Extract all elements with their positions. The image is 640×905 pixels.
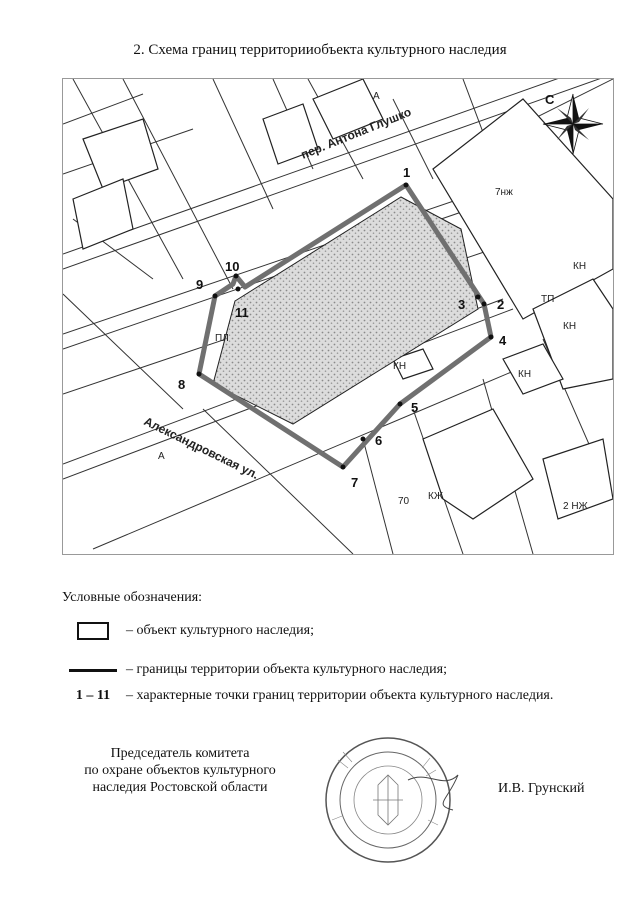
point-label-2: 2 <box>497 297 504 312</box>
point-label-6: 6 <box>375 433 382 448</box>
signature-stroke <box>407 774 459 811</box>
map-label-kn3: КН <box>518 369 531 380</box>
legend-symbol-points: 1 – 11 <box>60 688 126 704</box>
map-label-a1: А <box>158 451 165 462</box>
point-label-4: 4 <box>499 333 507 348</box>
position-line-2: по охране объектов культурного <box>84 763 276 778</box>
map-label-kn2: КН <box>563 321 576 332</box>
map-label-kn4: КН <box>393 361 406 372</box>
point-label-9: 9 <box>196 277 203 292</box>
position-line-1: Председатель комитета <box>110 746 250 761</box>
legend-row-boundary: – границы территории объекта культурного… <box>60 659 620 681</box>
point-label-3: 3 <box>458 297 465 312</box>
position-line-3: наследия Ростовской области <box>92 780 268 795</box>
point-label-10: 10 <box>225 259 239 274</box>
legend-points-range: 1 – 11 <box>75 688 111 703</box>
map-label-kn1: КН <box>573 261 586 272</box>
legend-symbol-box <box>60 622 126 640</box>
map-label-tp: ТП <box>541 294 554 305</box>
point-label-8: 8 <box>178 377 185 392</box>
signatory-name: И.В. Грунский <box>498 781 585 796</box>
point-label-1: 1 <box>403 165 410 180</box>
map-label-nezh: 7нж <box>495 187 513 198</box>
point-label-5: 5 <box>411 400 418 415</box>
legend-row-points: 1 – 11 – характерные точки границ террит… <box>60 685 620 707</box>
compass-north-label: C <box>545 92 555 107</box>
boundary-points <box>196 182 494 470</box>
map-label-kzh: КЖ <box>428 491 444 502</box>
buildings <box>72 78 614 520</box>
map-label-a2: А <box>373 91 380 102</box>
point-label-7: 7 <box>351 475 358 490</box>
legend-text-boundary: – границы территории объекта культурного… <box>126 662 447 677</box>
map-label-num2n: 2 НЖ <box>563 501 589 512</box>
official-seal <box>325 737 459 863</box>
compass-rose-icon: C <box>542 92 604 155</box>
map-scheme: 1 2 3 4 5 6 7 8 9 10 11 пер. Антона Глуш… <box>62 58 614 555</box>
legend-text-object: – объект культурного наследия; <box>126 623 314 638</box>
signatory-position: Председатель комитета по охране объектов… <box>70 745 290 796</box>
page-title: 2. Схема границ территорииобъекта культу… <box>133 42 507 58</box>
point-label-11: 11 <box>235 305 249 320</box>
legend-row-object: – объект культурного наследия; <box>60 620 620 642</box>
map-label-num70: 70 <box>398 496 410 507</box>
legend-title: Условные обозначения: <box>62 590 203 605</box>
legend-text-points: – характерные точки границ территории об… <box>126 688 554 703</box>
map-canvas: 1 2 3 4 5 6 7 8 9 10 11 пер. Антона Глуш… <box>62 58 614 555</box>
map-label-pl: ПЛ <box>215 333 229 344</box>
legend-symbol-line <box>60 668 126 672</box>
